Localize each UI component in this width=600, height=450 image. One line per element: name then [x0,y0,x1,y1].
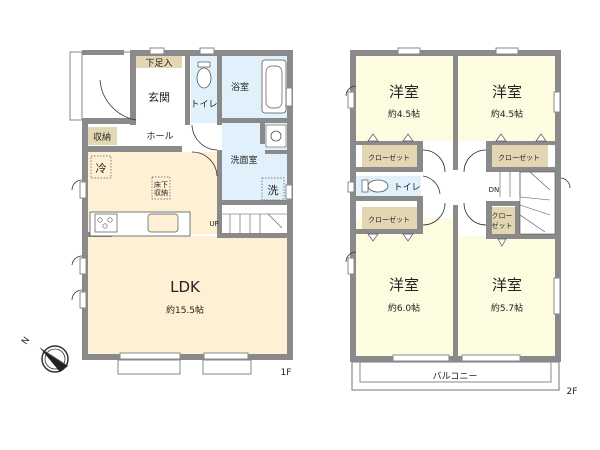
floor-2: 洋室 約4.5帖 洋室 約4.5帖 洋室 約6.0帖 洋室 約5.7帖 クローゼ… [345,47,578,397]
room-se-size: 約5.7帖 [491,302,523,314]
storage-1f-label: 収納 [93,131,111,143]
room-nw [356,55,453,141]
room-nw-size: 約4.5帖 [388,108,420,120]
bath-label: 浴室 [231,81,249,93]
closet-se-label-2: ゼット [492,221,513,230]
room-ne [458,55,555,141]
closet-nw-label: クローゼット [368,153,410,162]
room-nw-label: 洋室 [389,83,419,101]
closet-ne [490,145,548,167]
toilet-2f-label: トイレ [393,183,420,193]
floor-1-label: 1F [281,368,292,378]
room-sw-size: 約6.0帖 [388,302,420,314]
room-se-label: 洋室 [492,276,522,294]
room-ne-size: 約4.5帖 [491,108,523,120]
north-label: N [20,335,32,346]
toilet-1f-label: トイレ [190,100,217,110]
balcony-label: バルコニー [433,371,478,382]
getabako-label: 下足入 [145,58,172,69]
stairs-1f [217,205,287,235]
hall [87,124,217,146]
ldk-label: LDK [170,278,201,296]
room-sw-label: 洋室 [389,276,419,294]
genkan-label: 玄関 [148,90,170,104]
room-sw [356,218,453,356]
closet-nw [362,145,417,167]
floor-2-label: 2F [567,387,578,397]
underfloor-label-2: 収納 [154,188,168,197]
closet-sw-label: クローゼット [368,215,410,224]
stairs-dn-label: DN [489,186,500,194]
fridge-label: 冷 [96,162,107,175]
closet-ne-label: クローゼット [498,153,540,162]
floor-1: 下足入 玄関 トイレ 浴室 収納 ホール 洗面室 冷 床下 収納 洗 UP LD… [69,47,293,378]
closet-se [490,207,515,237]
storage-1f [87,127,117,145]
compass-icon: N [20,335,69,373]
closet-se-label-1: クロー [492,212,513,220]
room-ne-label: 洋室 [492,83,522,101]
ldk-size: 約15.5帖 [166,304,204,316]
underfloor-label-1: 床下 [154,180,168,189]
washroom-label: 洗面室 [230,154,257,166]
closet-sw [362,207,417,229]
washer-label: 洗 [268,184,279,197]
hall-label: ホール [146,131,173,142]
porch [69,51,137,121]
getabako [136,55,182,68]
ldk [87,236,287,354]
stairs-up-label: UP [209,220,218,228]
room-se [458,236,555,356]
